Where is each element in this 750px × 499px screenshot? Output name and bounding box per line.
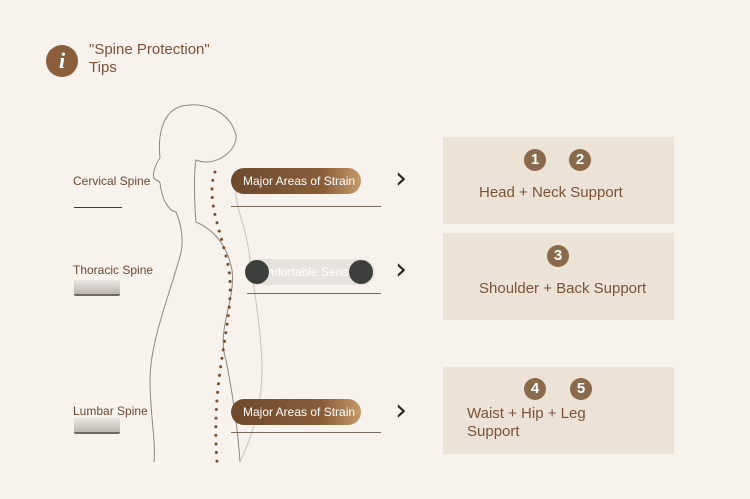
info-icon: i — [46, 45, 78, 77]
number-badge-5: 5 — [570, 378, 592, 400]
cervical-strain-pill: Major Areas of Strain — [231, 168, 361, 194]
page-title: "Spine Protection" Tips — [89, 41, 210, 77]
cervical-spine-label: Cervical Spine — [73, 174, 151, 188]
waist-hip-leg-support-card: 4 5 Waist + Hip + Leg Support — [443, 367, 674, 454]
waist-hip-leg-support-text: Waist + Hip + Leg Support — [467, 405, 586, 441]
title-line-1: "Spine Protection" — [89, 41, 210, 58]
lumbar-spine-label: Lumbar Spine — [73, 404, 148, 418]
thoracic-pill-rule — [247, 293, 381, 294]
lumbar-strain-pill: Major Areas of Strain — [231, 399, 361, 425]
chevron-right-icon: › — [395, 161, 407, 196]
chevron-right-icon: › — [395, 252, 407, 287]
thoracic-spine-label: Thoracic Spine — [73, 263, 154, 277]
head-neck-support-text: Head + Neck Support — [479, 184, 623, 201]
chevron-right-icon: › — [395, 393, 407, 428]
thoracic-spine-thumbnail — [74, 280, 120, 296]
cervical-pill-rule — [231, 206, 381, 207]
number-badge-2: 2 — [569, 149, 591, 171]
number-badge-3: 3 — [547, 245, 569, 267]
waist-hip-leg-line-2: Support — [467, 423, 520, 440]
shoulder-back-support-card: 3 Shoulder + Back Support — [443, 233, 674, 320]
number-badge-4: 4 — [524, 378, 546, 400]
title-line-2: Tips — [89, 59, 117, 76]
pill-right-cap — [349, 260, 373, 284]
lumbar-spine-thumbnail — [74, 418, 120, 434]
waist-hip-leg-line-1: Waist + Hip + Leg — [467, 405, 586, 422]
pill-left-cap — [245, 260, 269, 284]
lumbar-pill-rule — [231, 432, 381, 433]
head-neck-support-card: 1 2 Head + Neck Support — [443, 137, 674, 224]
shoulder-back-support-text: Shoulder + Back Support — [479, 280, 647, 297]
number-badge-1: 1 — [524, 149, 546, 171]
cervical-label-underline — [74, 207, 122, 208]
spine-dots — [210, 170, 232, 464]
